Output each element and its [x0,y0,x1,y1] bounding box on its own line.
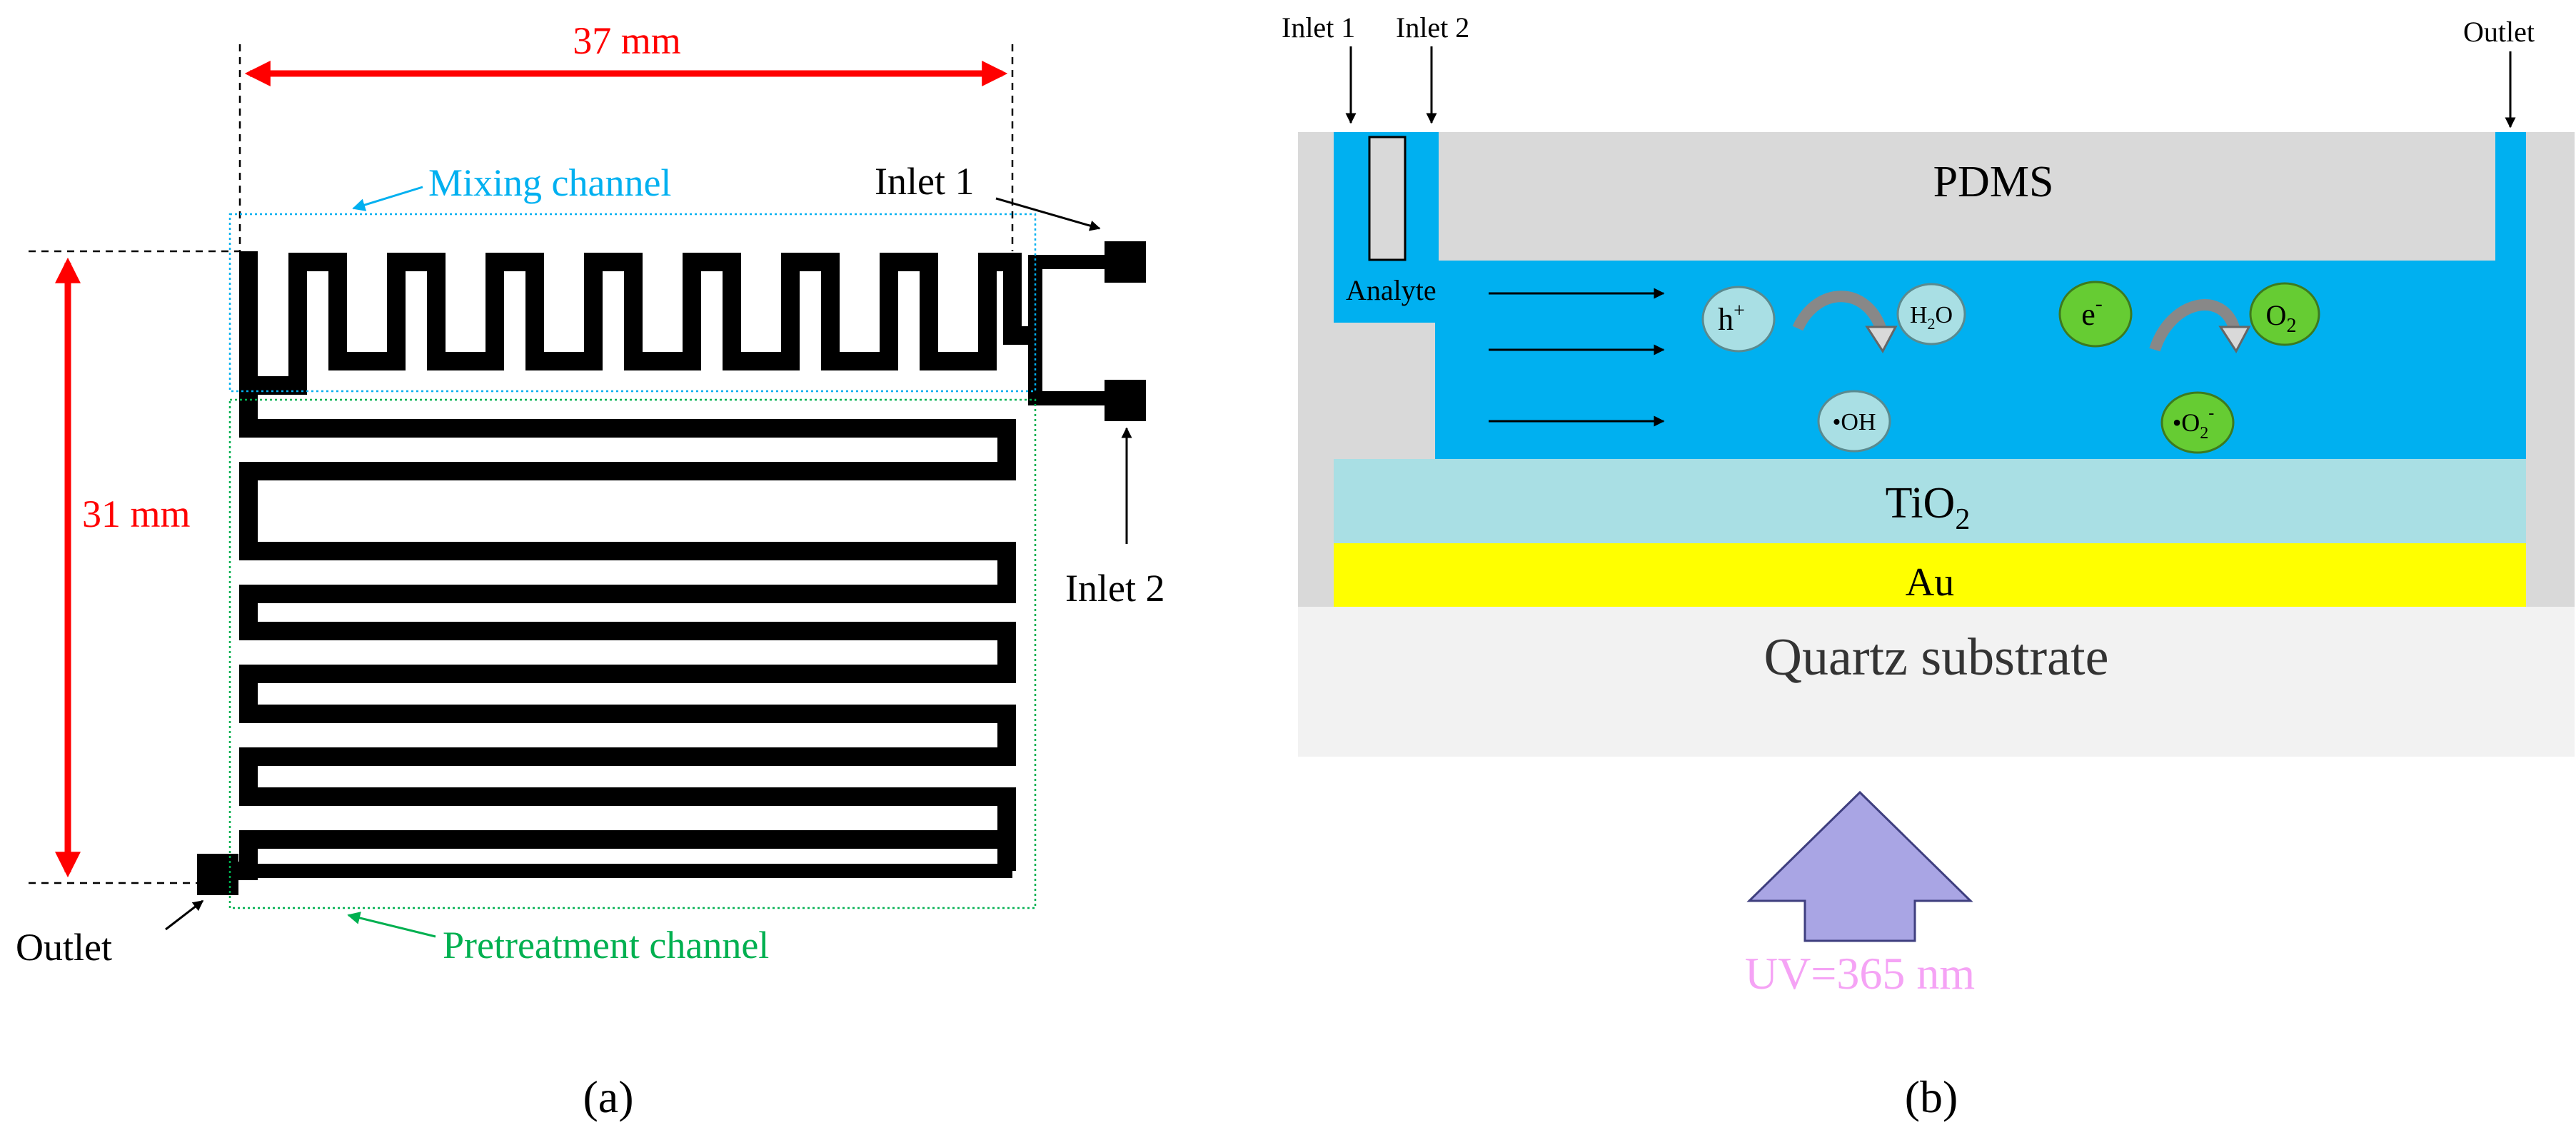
b-outlet-label: Outlet [2463,16,2535,48]
svg-text:•O2-: •O2- [2173,404,2215,443]
outlet-label: Outlet [16,926,112,969]
water-species: H2O [1896,283,1966,345]
height-dimension-label: 31 mm [82,493,191,535]
hole-reaction-arrowhead [1865,326,1898,353]
outlet-arrow [165,899,204,931]
quartz-substrate-label: Quartz substrate [1764,628,2109,687]
oxygen-species: O2 [2249,282,2320,346]
tio2-layer [1334,459,2526,543]
panel-b: PDMS TiO2 Au Quartz substrate Inlet 1 In… [1282,11,2575,1122]
b-inlet-2-label: Inlet 2 [1396,11,1469,44]
inlet-2-label: Inlet 2 [1065,567,1164,610]
oxygen-text: O [2266,299,2287,331]
svg-text:e-: e- [2081,292,2103,332]
panel-b-caption: (b) [1905,1071,1958,1122]
uv-arrow [1746,790,1973,942]
water-sub: 2 [1928,315,1936,333]
hole-species: h+ [1701,286,1776,353]
inlet-1-port [1105,241,1146,283]
quartz-substrate-layer [1298,607,2575,757]
electron-reaction-arrowhead [2218,326,2251,353]
mixing-channel-region [228,213,1037,393]
mixing-channel-path [239,251,1035,395]
mixing-label-arrow [352,186,423,211]
inlet-1-arrow [995,197,1101,231]
superoxide-species: •O2- [2160,391,2235,454]
water-h: H [1910,302,1928,328]
inlet-branch-path [1028,255,1117,405]
svg-text:H2O: H2O [1910,302,1953,333]
hole-sup: + [1734,300,1745,322]
au-layer [1334,543,2526,607]
inlet-2-port [1105,380,1146,421]
tio2-label: TiO2 [1886,479,1971,536]
panel-a: 37 mm 31 mm Mixing channel Pretreatment … [16,19,1164,1122]
analyte-label: Analyte [1346,274,1437,306]
pretreatment-label-arrow [347,912,436,938]
outlet-port [197,854,238,895]
oxygen-sub: 2 [2286,315,2296,337]
water-o: O [1936,302,1953,328]
svg-text:h+: h+ [1718,300,1745,337]
hole-reaction-arrow [1792,291,1887,332]
pdms-label: PDMS [1933,158,2054,206]
superoxide-text: •O [2173,408,2200,437]
dimension-guides [29,44,1014,884]
hydroxyl-text: •OH [1832,409,1876,435]
tio2-label-sub: 2 [1955,503,1970,536]
superoxide-sub: 2 [2200,424,2208,443]
pretreatment-channel-region [228,398,1037,909]
svg-text:O2: O2 [2266,299,2297,337]
superoxide-sup: - [2208,404,2214,423]
au-label: Au [1906,560,1954,605]
pretreatment-channel-label: Pretreatment channel [443,924,769,967]
hydroxyl-species: •OH [1817,390,1891,453]
electron-reaction-arrow [2149,299,2240,352]
electron-sup: - [2095,292,2103,316]
inlet-2-plug [1368,136,1407,261]
panel-a-caption: (a) [583,1071,633,1122]
inlet-1-label: Inlet 1 [875,160,974,203]
width-dimension-label: 37 mm [573,19,681,62]
mixing-channel-label: Mixing channel [428,161,671,204]
hole-text: h [1718,302,1734,337]
tio2-label-main: TiO [1886,479,1956,528]
b-inlet-1-label: Inlet 1 [1282,11,1355,44]
electron-species: e- [2058,281,2133,348]
flow-arrows [1489,288,1665,427]
uv-label: UV=365 nm [1745,948,1975,999]
electron-text: e [2081,297,2095,332]
pretreatment-channel-path [214,385,1016,880]
